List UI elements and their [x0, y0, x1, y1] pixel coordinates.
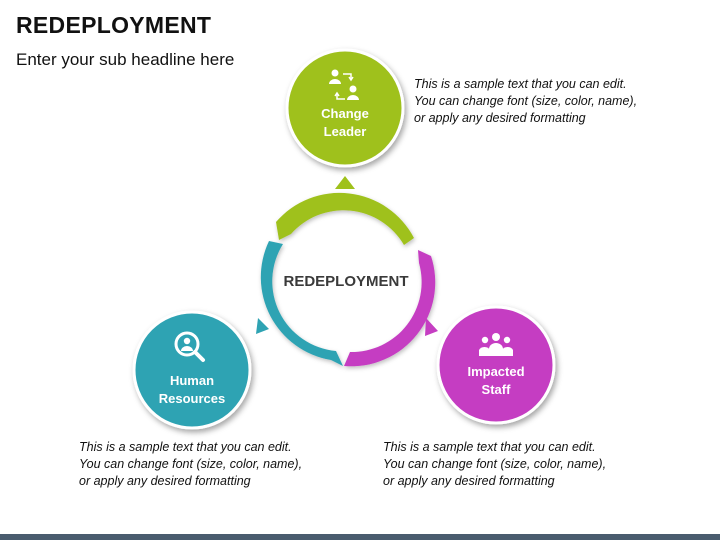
- desc-impacted-staff: This is a sample text that you can edit.…: [383, 439, 643, 490]
- desc-line: You can change font (size, color, name),: [383, 457, 607, 471]
- node-label-impacted-staff-1: Impacted: [467, 364, 524, 379]
- page-subtitle: Enter your sub headline here: [16, 50, 235, 69]
- desc-line: or apply any desired formatting: [383, 474, 555, 488]
- desc-line: You can change font (size, color, name),: [414, 94, 638, 108]
- pointer-magenta: [425, 318, 438, 336]
- desc-line: This is a sample text that you can edit.: [79, 440, 292, 454]
- arc-teal: [260, 241, 343, 366]
- node-label-change-leader-1: Change: [321, 106, 369, 121]
- node-label-human-resources-1: Human: [170, 373, 214, 388]
- node-label-change-leader-2: Leader: [324, 124, 367, 139]
- footer-bar: [0, 534, 720, 540]
- node-label-impacted-staff-2: Staff: [482, 382, 512, 397]
- node-human-resources: [132, 310, 252, 430]
- arc-green: [276, 192, 414, 245]
- page-title: REDEPLOYMENT: [16, 12, 212, 38]
- node-label-human-resources-2: Resources: [159, 391, 225, 406]
- exchange-people-icon: [329, 69, 359, 100]
- desc-line: This is a sample text that you can edit.: [414, 77, 627, 91]
- desc-change-leader: This is a sample text that you can edit.…: [414, 76, 674, 127]
- arc-magenta: [344, 250, 436, 367]
- magnifier-person-icon: [174, 331, 205, 362]
- desc-line: You can change font (size, color, name),: [79, 457, 303, 471]
- pointer-green: [335, 176, 355, 189]
- desc-line: or apply any desired formatting: [79, 474, 251, 488]
- center-label: REDEPLOYMENT: [283, 273, 408, 290]
- desc-line: or apply any desired formatting: [414, 111, 586, 125]
- node-impacted-staff: [436, 305, 556, 425]
- cycle-arrows: [260, 192, 436, 367]
- group-people-icon: [479, 333, 513, 356]
- desc-human-resources: This is a sample text that you can edit.…: [79, 439, 339, 490]
- desc-line: This is a sample text that you can edit.: [383, 440, 596, 454]
- node-change-leader: [285, 48, 405, 168]
- pointer-teal: [256, 318, 269, 334]
